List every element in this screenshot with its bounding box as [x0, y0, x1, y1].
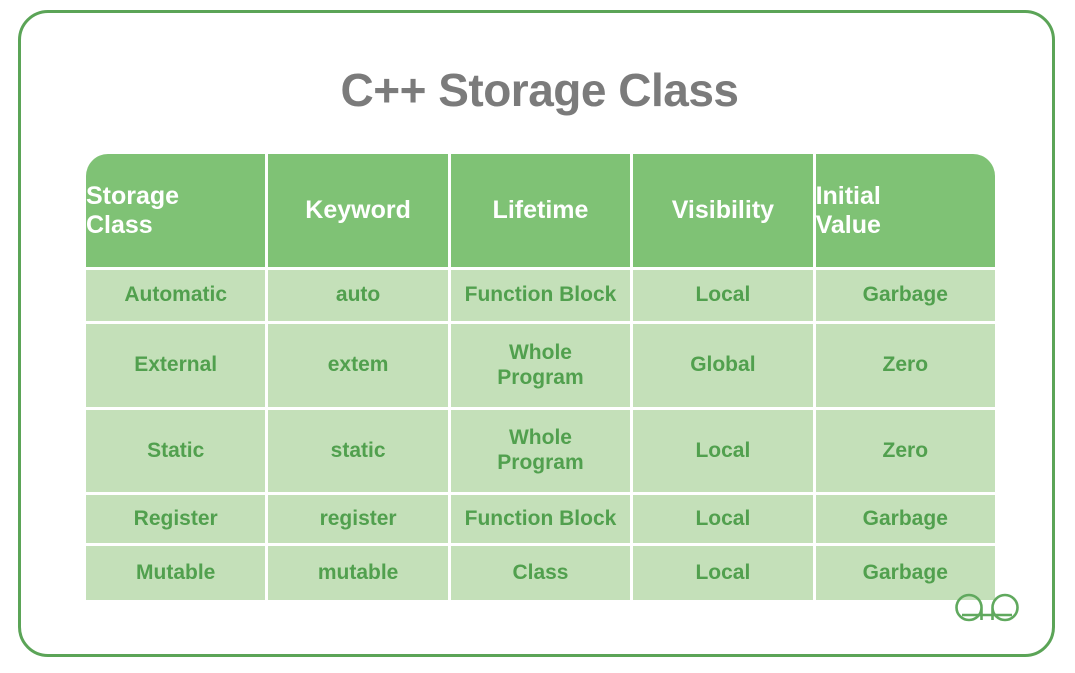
- table-row: Mutable mutable Class Local Garbage: [86, 546, 995, 600]
- cell-lifetime: Whole Program: [450, 410, 631, 492]
- column-header-line: Value: [815, 210, 881, 239]
- table-header-row: Storage Class Keyword Lifetime Visibilit…: [86, 154, 995, 267]
- cell-keyword: static: [268, 410, 448, 492]
- cell-initial-value: Garbage: [815, 495, 995, 543]
- cell-initial-value: Garbage: [815, 546, 995, 600]
- cell-line: Function Block: [464, 283, 617, 307]
- infographic-card: C++ Storage Class Storage Class Keyword …: [18, 10, 1055, 657]
- cell-storage-class: Static: [86, 410, 266, 492]
- cell-line: Function Block: [464, 506, 617, 530]
- column-header-line: Visibility: [671, 196, 775, 225]
- page-title: C++ Storage Class: [340, 64, 739, 116]
- geeksforgeeks-logo-icon: [955, 593, 1019, 622]
- cell-initial-value: Zero: [815, 324, 995, 407]
- column-header-line: Initial: [815, 182, 881, 210]
- table-row: External extem Whole Program Global Zero: [86, 324, 995, 407]
- cell-initial-value: Zero: [815, 410, 995, 492]
- cell-line: Whole: [508, 340, 572, 364]
- table-row: Automatic auto Function Block Local Garb…: [86, 270, 995, 321]
- cell-visibility: Global: [633, 324, 813, 407]
- cell-initial-value: Garbage: [815, 270, 995, 321]
- cell-keyword: mutable: [268, 546, 448, 600]
- column-header-line: Keyword: [305, 196, 411, 225]
- column-header-initial-value: Initial Value: [815, 154, 995, 267]
- table-row: Static static Whole Program Local Zero: [86, 410, 995, 492]
- cell-line: Program: [497, 451, 584, 474]
- cell-lifetime: Class: [450, 546, 631, 600]
- cell-storage-class: External: [86, 324, 266, 407]
- cell-keyword: register: [268, 495, 448, 543]
- column-header-line: Class: [86, 210, 153, 239]
- cell-line: Whole: [508, 426, 572, 450]
- cell-keyword: auto: [268, 270, 448, 321]
- column-header-line: Storage: [86, 182, 180, 210]
- column-header-lifetime: Lifetime: [450, 154, 631, 267]
- storage-class-table: Storage Class Keyword Lifetime Visibilit…: [83, 151, 998, 603]
- table-row: Register register Function Block Local G…: [86, 495, 995, 543]
- cell-lifetime: Whole Program: [450, 324, 631, 407]
- cell-keyword: extem: [268, 324, 448, 407]
- cell-line: Class: [512, 560, 569, 584]
- cell-lifetime: Function Block: [450, 495, 631, 543]
- table-body: Automatic auto Function Block Local Garb…: [86, 270, 995, 600]
- cell-storage-class: Automatic: [86, 270, 266, 321]
- cell-visibility: Local: [633, 495, 813, 543]
- cell-visibility: Local: [633, 270, 813, 321]
- column-header-storage-class: Storage Class: [86, 154, 266, 267]
- cell-line: Program: [497, 365, 584, 389]
- cell-visibility: Local: [633, 546, 813, 600]
- cell-visibility: Local: [633, 410, 813, 492]
- column-header-keyword: Keyword: [268, 154, 448, 267]
- column-header-line: Lifetime: [492, 196, 589, 225]
- column-header-visibility: Visibility: [633, 154, 813, 267]
- cell-lifetime: Function Block: [450, 270, 631, 321]
- table-header: Storage Class Keyword Lifetime Visibilit…: [86, 154, 995, 267]
- cell-storage-class: Register: [86, 495, 266, 543]
- cell-storage-class: Mutable: [86, 546, 266, 600]
